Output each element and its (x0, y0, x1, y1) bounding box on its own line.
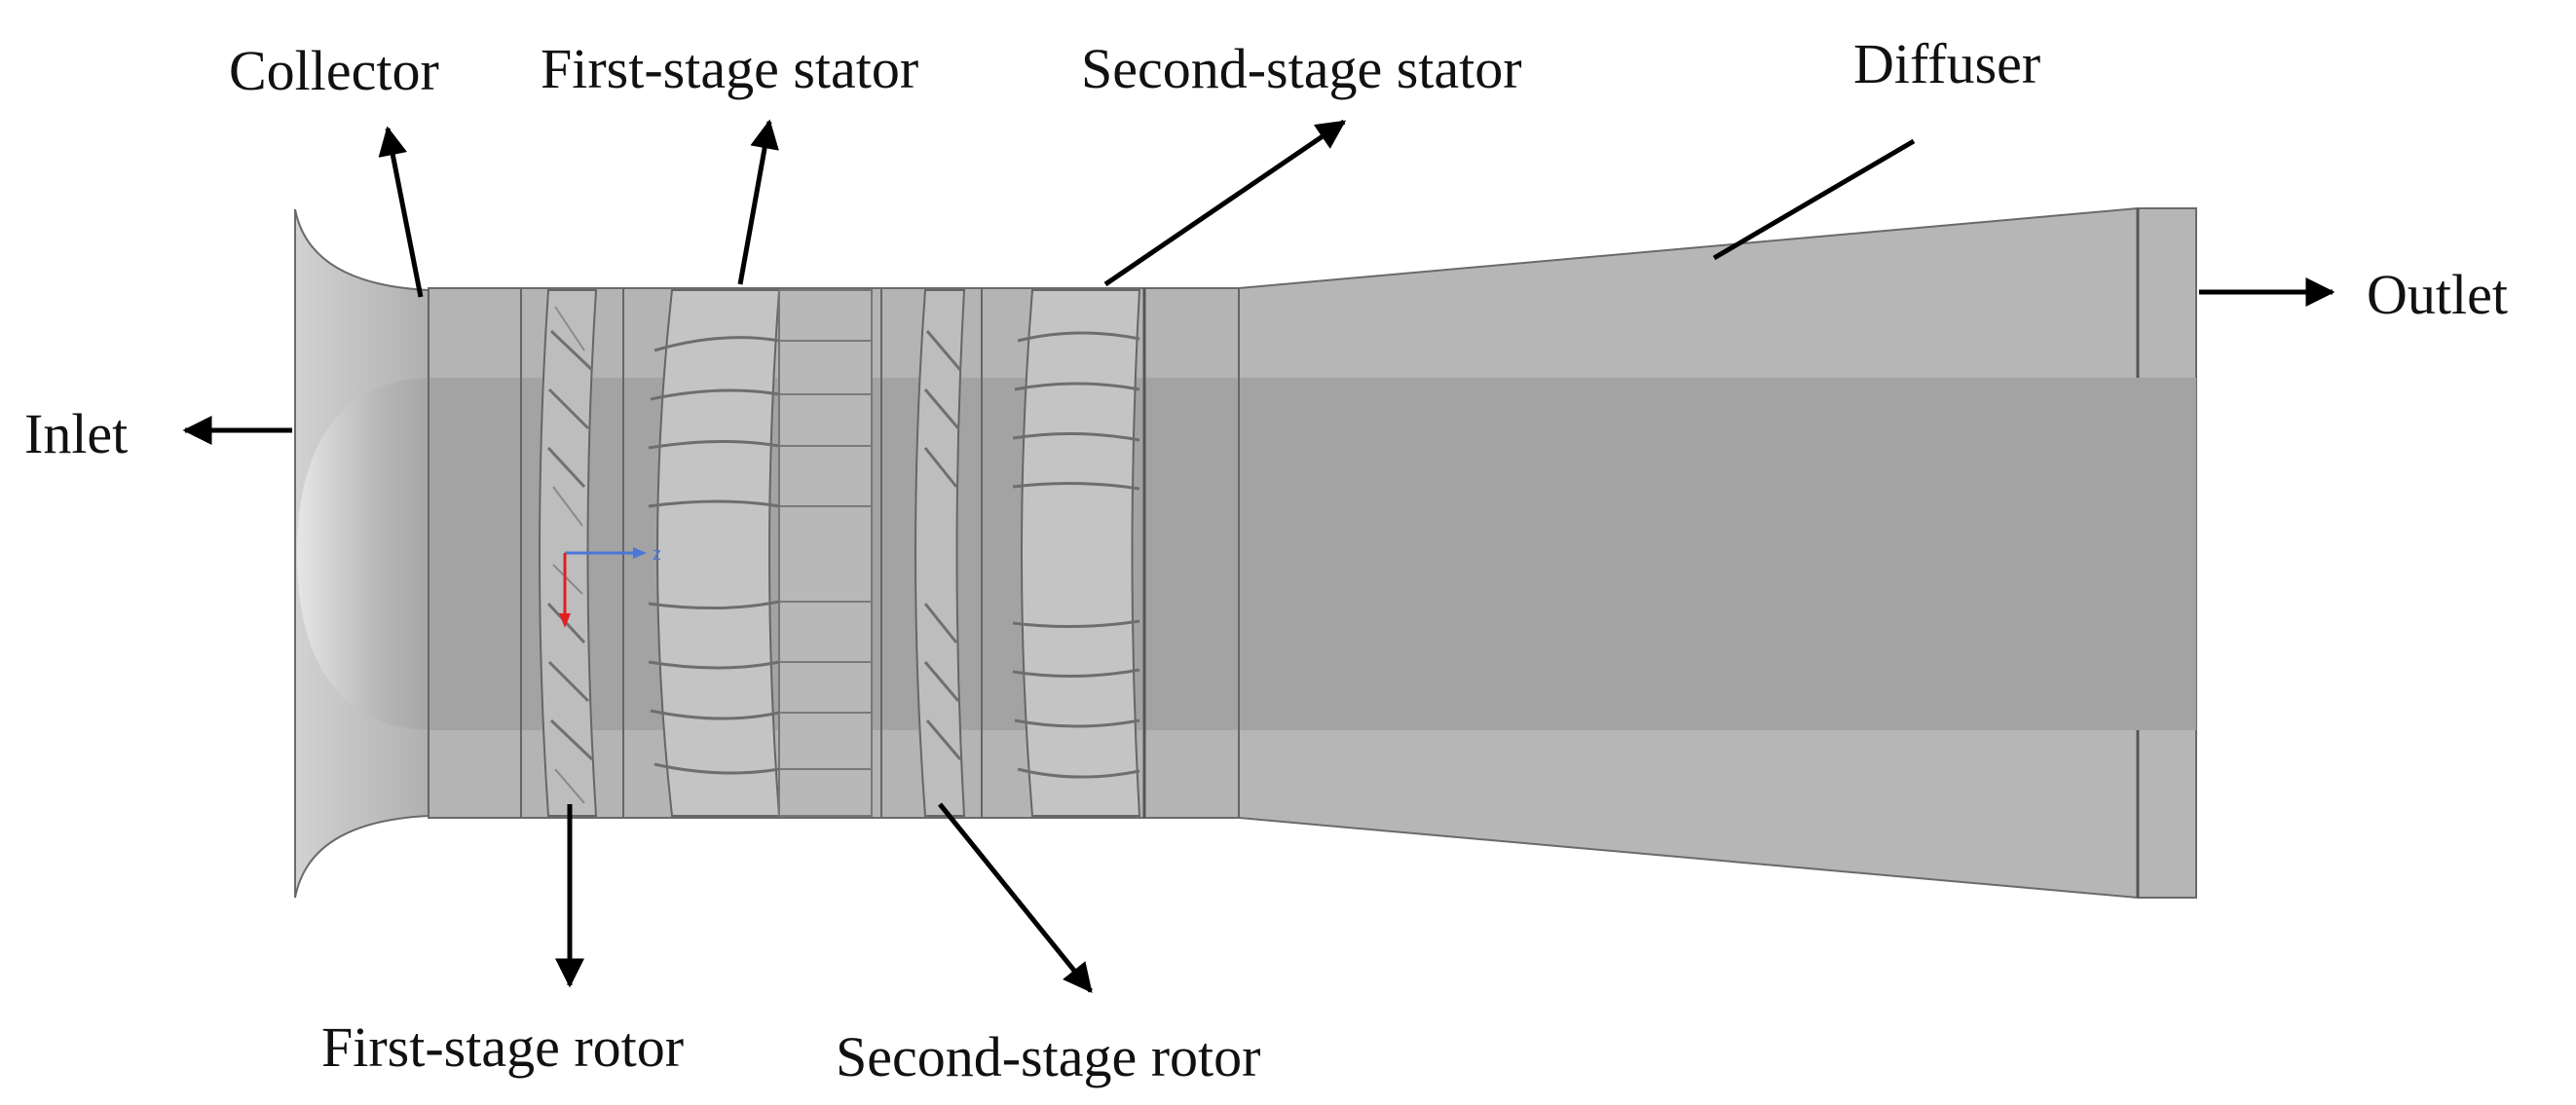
hub-nose (297, 378, 429, 730)
label-second-stage-rotor: Second-stage rotor (836, 1025, 1260, 1088)
label-first-stage-rotor: First-stage rotor (321, 1015, 684, 1079)
label-inlet: Inlet (24, 402, 128, 465)
second-stator-arrow (1103, 119, 1347, 287)
label-diffuser: Diffuser (1853, 32, 2040, 95)
labels: Collector First-stage stator Second-stag… (24, 32, 2508, 1088)
second-rotor-arrow (938, 802, 1093, 993)
axis-letter-z: z (653, 544, 661, 564)
collector-arrow (378, 126, 424, 298)
label-second-stage-stator: Second-stage stator (1081, 37, 1522, 100)
first-stage-stator (648, 289, 873, 817)
second-stage-rotor (915, 289, 966, 817)
label-first-stage-stator: First-stage stator (541, 37, 918, 100)
label-outlet: Outlet (2367, 263, 2508, 326)
second-stage-stator (1012, 289, 1141, 817)
diffuser-arrow (1712, 138, 1916, 261)
label-collector: Collector (229, 39, 439, 102)
first-stator-arrow (737, 119, 779, 285)
axis-triad: z (559, 544, 661, 628)
annotation-arrows (182, 119, 2335, 993)
